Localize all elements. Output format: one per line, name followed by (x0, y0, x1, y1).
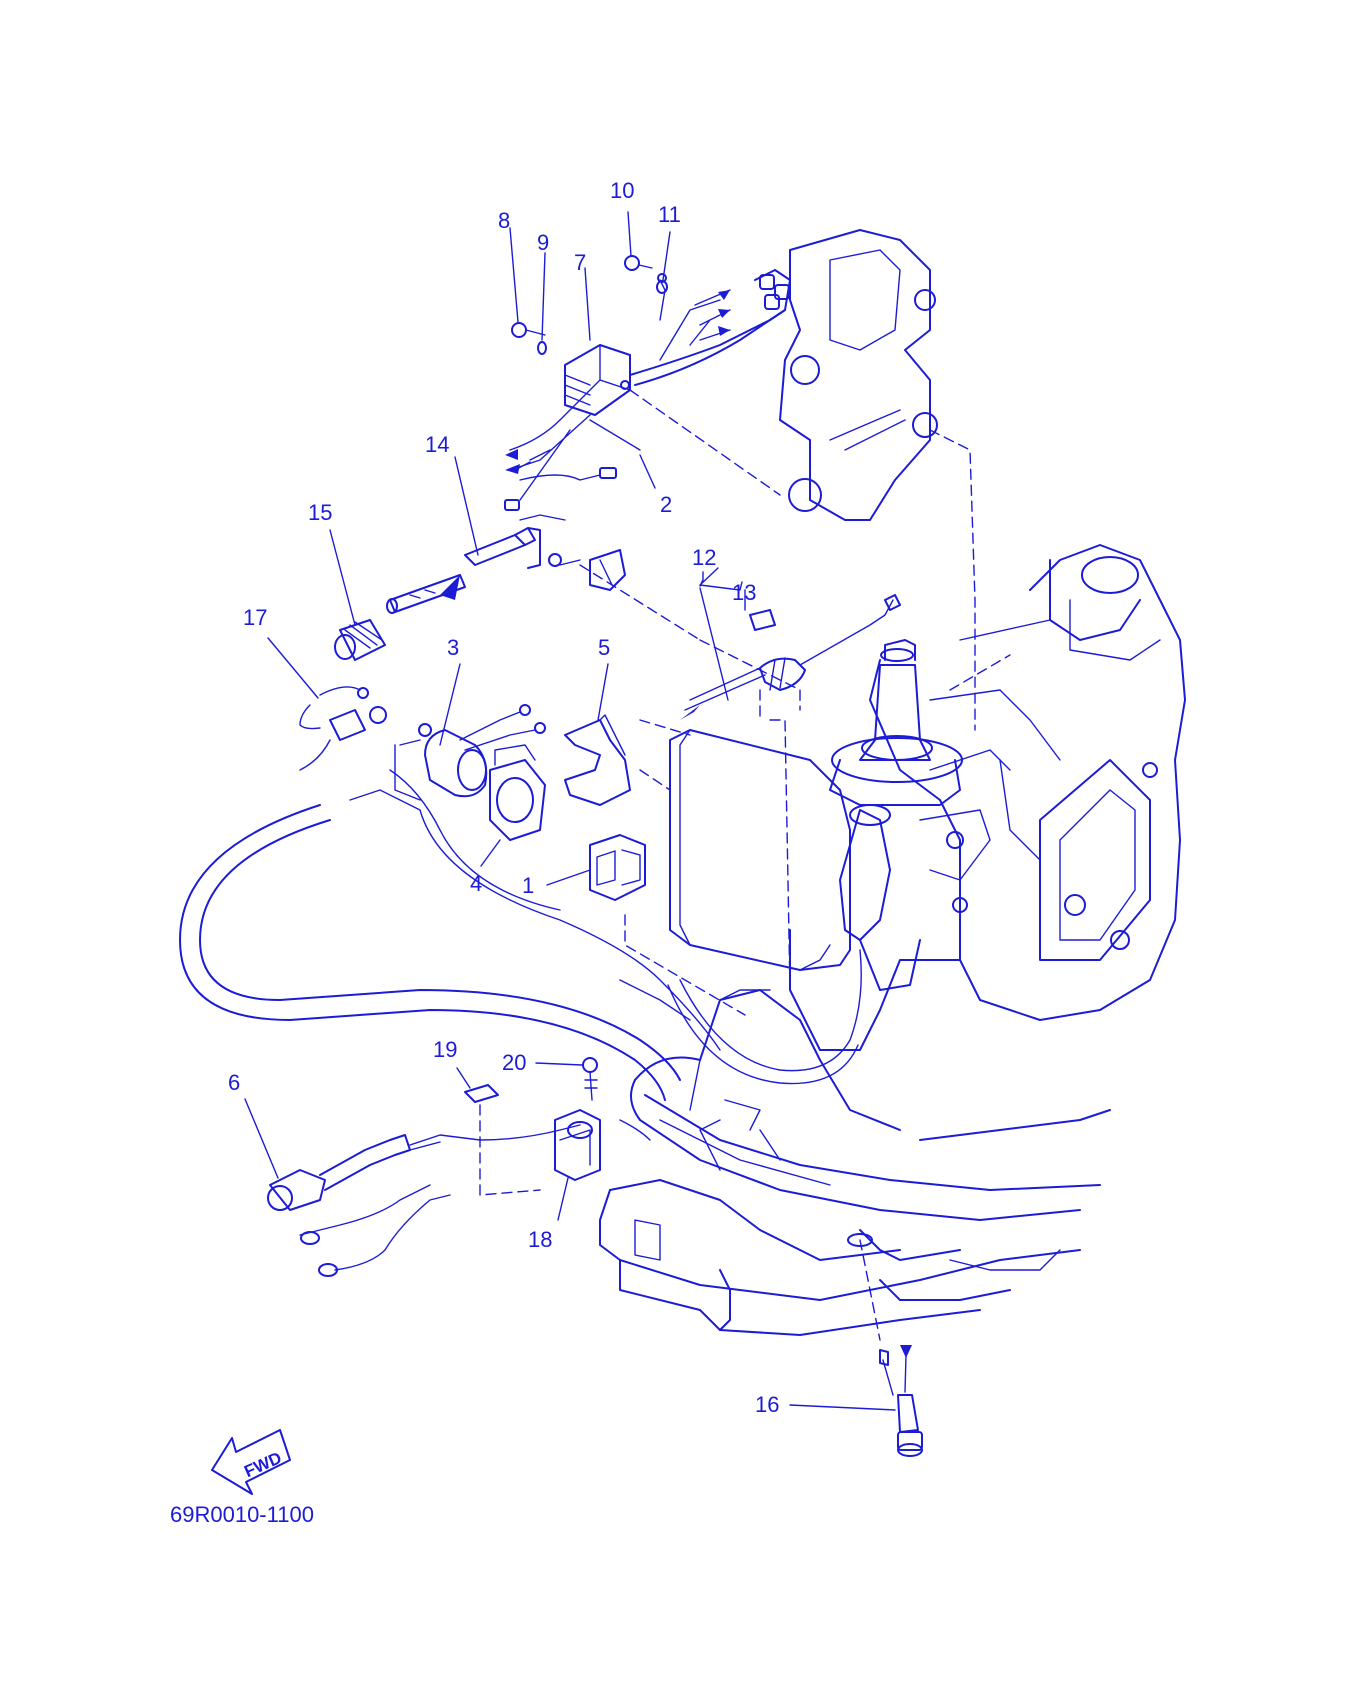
bracket-5 (564, 714, 631, 806)
label-part-7: 7 (574, 250, 586, 275)
clamp-18 (554, 1109, 601, 1181)
holder-4 (489, 744, 546, 841)
switch-16 (879, 1345, 923, 1457)
part-labels: 1 2 3 4 5 6 7 8 9 10 11 12 13 14 15 16 1… (228, 178, 779, 1417)
label-part-8: 8 (498, 208, 510, 233)
bottom-cowling (599, 989, 1111, 1336)
label-part-16: 16 (755, 1392, 779, 1417)
clip-19 (464, 1084, 499, 1103)
label-part-11: 11 (658, 202, 681, 227)
screw-8 (511, 322, 546, 338)
sleeve-13 (749, 609, 776, 631)
drawing-code: 69R0010-1100 (170, 1502, 314, 1527)
bolt-10 (624, 255, 653, 271)
screw-20 (582, 1057, 598, 1101)
rectifier-regulator (504, 269, 791, 511)
label-part-1: 1 (522, 873, 534, 898)
label-part-17: 17 (243, 605, 267, 630)
lead-wire-14 (386, 514, 626, 614)
wire-harness (179, 769, 862, 1141)
wire-12 (680, 594, 901, 720)
washer-11 (656, 280, 668, 294)
label-part-14: 14 (425, 432, 449, 457)
assembly-lines (479, 389, 1011, 1341)
label-part-4: 4 (470, 871, 482, 896)
label-part-12: 12 (692, 545, 716, 570)
label-part-20: 20 (502, 1050, 526, 1075)
engine-block (779, 229, 1186, 1051)
relay-3 (394, 704, 546, 801)
boot-15 (334, 619, 386, 661)
fwd-arrow-icon: FWD (211, 1429, 291, 1495)
label-part-19: 19 (433, 1037, 457, 1062)
label-part-2: 2 (660, 492, 672, 517)
label-part-6: 6 (228, 1070, 240, 1095)
label-part-18: 18 (528, 1227, 552, 1252)
fwd-label: FWD (241, 1448, 284, 1481)
label-part-5: 5 (598, 635, 610, 660)
coupler-1 (589, 834, 646, 901)
lead-17 (299, 686, 387, 771)
washer-9 (537, 341, 547, 355)
electrical-box (669, 729, 851, 971)
label-part-10: 10 (610, 178, 634, 203)
label-part-15: 15 (308, 500, 332, 525)
label-part-9: 9 (537, 230, 549, 255)
cable-6 (267, 1124, 581, 1277)
harness-2 (589, 419, 641, 451)
leader-lines (244, 211, 896, 1411)
label-part-13: 13 (732, 580, 756, 605)
label-part-3: 3 (447, 635, 459, 660)
